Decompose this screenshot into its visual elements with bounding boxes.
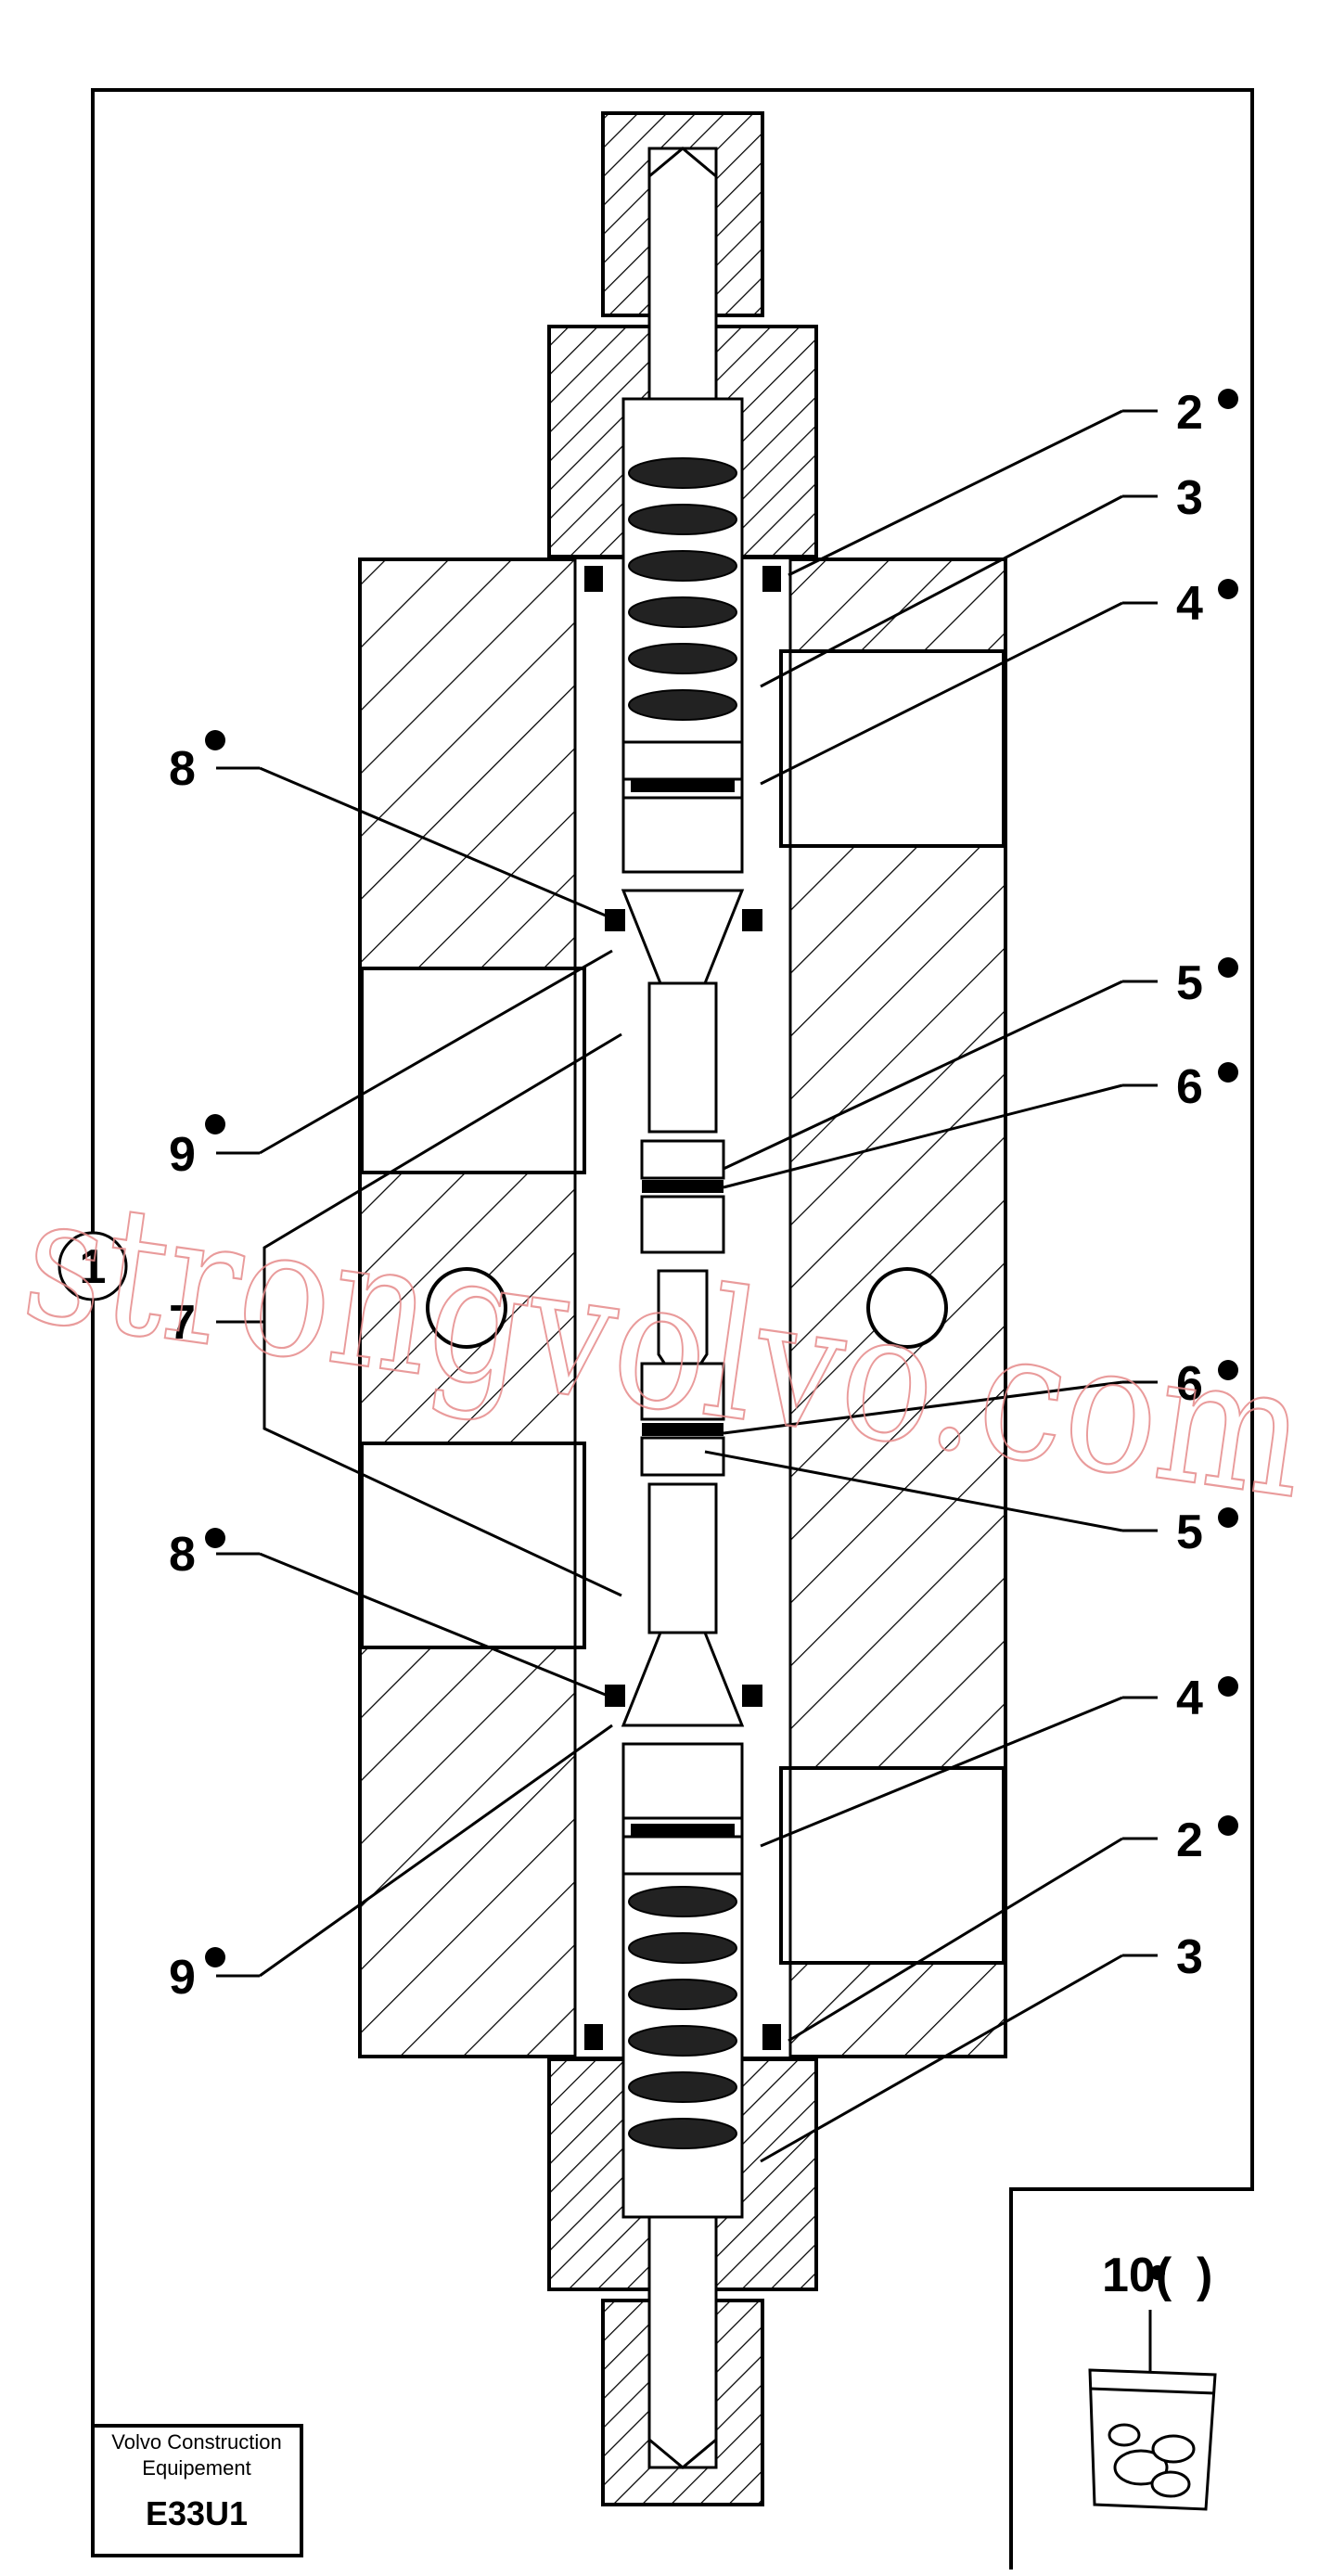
ref-company: Volvo Construction bbox=[111, 2430, 281, 2454]
callout-7: 7 bbox=[169, 1296, 196, 1350]
callout-9-bottom: 9 bbox=[169, 1951, 196, 2005]
callout-5-bottom: 5 bbox=[1176, 1506, 1203, 1559]
callout-4-bottom: 4 bbox=[1176, 1672, 1203, 1725]
seals bbox=[584, 566, 781, 2050]
callout-2-bottom: 2 bbox=[1176, 1813, 1203, 1867]
upper-poppet bbox=[621, 740, 745, 1254]
seal-kit-bag-icon bbox=[1088, 2368, 1217, 2511]
lower-spring bbox=[628, 1886, 737, 2149]
callout-8-top: 8 bbox=[169, 742, 196, 796]
callout-10: 10( bbox=[1102, 2249, 1172, 2302]
frame bbox=[91, 88, 1254, 2570]
leader-lines bbox=[85, 409, 1158, 2375]
upper-spring bbox=[628, 457, 737, 721]
callout-6-top: 6 bbox=[1176, 1060, 1203, 1114]
callout-4-top: 4 bbox=[1176, 577, 1203, 631]
callout-10-close: ) bbox=[1197, 2249, 1212, 2302]
callout-2-top: 2 bbox=[1176, 386, 1203, 440]
callout-6-bottom: 6 bbox=[1176, 1357, 1203, 1411]
ref-code: E33U1 bbox=[146, 2494, 248, 2532]
callout-1-circle bbox=[58, 1231, 128, 1301]
callout-bullets bbox=[205, 389, 1238, 2280]
callout-9-top: 9 bbox=[169, 1128, 196, 1182]
callout-5-top: 5 bbox=[1176, 956, 1203, 1010]
callout-labels: 1 2 3 4 8 9 5 6 7 6 5 8 4 9 2 3 10( ) bbox=[80, 386, 1213, 2302]
callout-1: 1 bbox=[80, 1240, 107, 1294]
ref-company-line2: Equipement bbox=[142, 2456, 250, 2480]
reference-box: Volvo Construction Equipement E33U1 bbox=[111, 2430, 281, 2532]
callout-8-bottom: 8 bbox=[169, 1528, 196, 1582]
callout-3-bottom: 3 bbox=[1176, 1930, 1203, 1984]
lower-poppet bbox=[621, 1362, 745, 1876]
callout-3-top: 3 bbox=[1176, 471, 1203, 525]
